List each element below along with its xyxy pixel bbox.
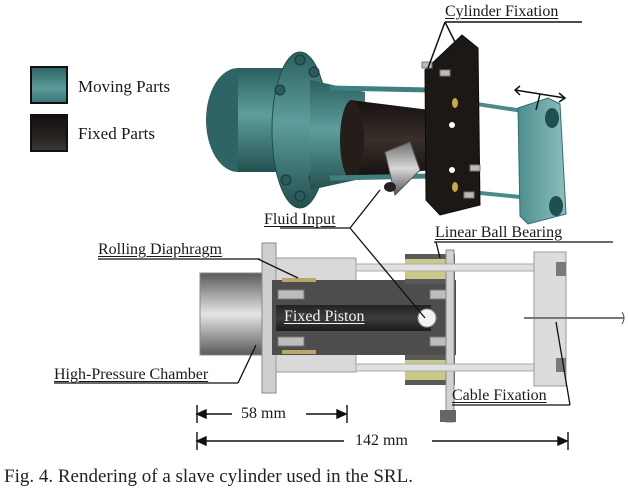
legend-swatch-moving (30, 66, 68, 104)
dimension-58mm: 58 mm (241, 405, 286, 422)
legend-label-fixed: Fixed Parts (78, 124, 155, 143)
label-high-pressure-chamber: High-Pressure Chamber (54, 366, 209, 383)
label-cylinder-fixation: Cylinder Fixation (445, 3, 559, 20)
legend-swatch-fixed (30, 114, 68, 152)
dimension-142mm: 142 mm (355, 432, 408, 449)
label-cable-fixation: Cable Fixation (452, 387, 547, 404)
figure-caption: Fig. 4. Rendering of a slave cylinder us… (4, 466, 413, 487)
label-rolling-diaphragm: Rolling Diaphragm (98, 241, 222, 258)
label-fixed-piston: Fixed Piston (284, 308, 365, 325)
label-linear-ball-bearing: Linear Ball Bearing (435, 224, 563, 241)
label-fluid-input: Fluid Input (264, 211, 336, 228)
legend-label-moving: Moving Parts (78, 77, 171, 96)
